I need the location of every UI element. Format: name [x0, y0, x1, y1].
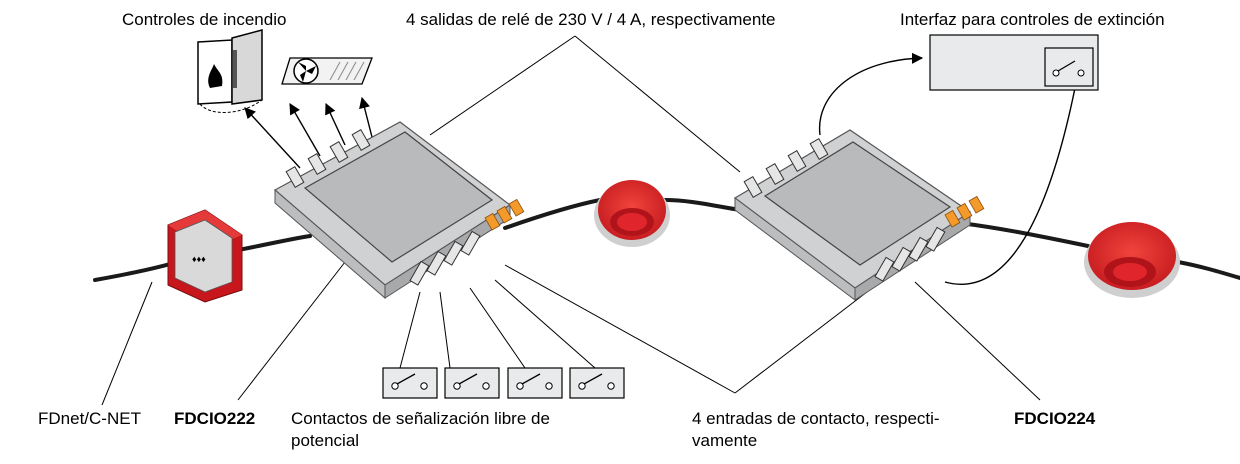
label-module-fdcio222: FDCIO222: [174, 409, 256, 428]
label-network: FDnet/C-NET: [38, 409, 141, 428]
fan-damper-icon: [281, 57, 373, 85]
control-arrows: [244, 96, 373, 169]
fire-door-icon: [197, 29, 263, 114]
label-potential-free-line2: potencial: [291, 431, 360, 450]
switch-contact-icon: [382, 367, 438, 399]
switch-contact-icon: [507, 367, 563, 399]
svg-text:♦♦♦: ♦♦♦: [192, 254, 206, 264]
label-module-fdcio224: FDCIO224: [1014, 409, 1096, 428]
label-relay-outputs: 4 salidas de relé de 230 V / 4 A, respec…: [406, 10, 776, 29]
label-contact-inputs-line2: vamente: [692, 431, 758, 450]
leader-lines: [101, 35, 1041, 406]
switch-contact-icon: [444, 367, 500, 399]
smoke-detector-icon: [1084, 222, 1180, 298]
label-potential-free-line1: Contactos de señalización libre de: [291, 409, 550, 428]
smoke-detector-icon: [594, 180, 670, 247]
label-contact-inputs-line1: 4 entradas de contacto, respecti-: [692, 409, 940, 428]
fdcio224-module: [733, 129, 985, 301]
interface-connections: [818, 52, 1076, 285]
switch-contact-icon: [569, 367, 625, 399]
manual-call-point-icon: ♦♦♦: [167, 209, 243, 303]
label-fire-controls: Controles de incendio: [122, 10, 287, 29]
fdcio222-module: [273, 121, 525, 300]
label-extinguish-interface: Interfaz para controles de extinción: [900, 10, 1165, 29]
extinguish-interface-box: [929, 34, 1099, 91]
